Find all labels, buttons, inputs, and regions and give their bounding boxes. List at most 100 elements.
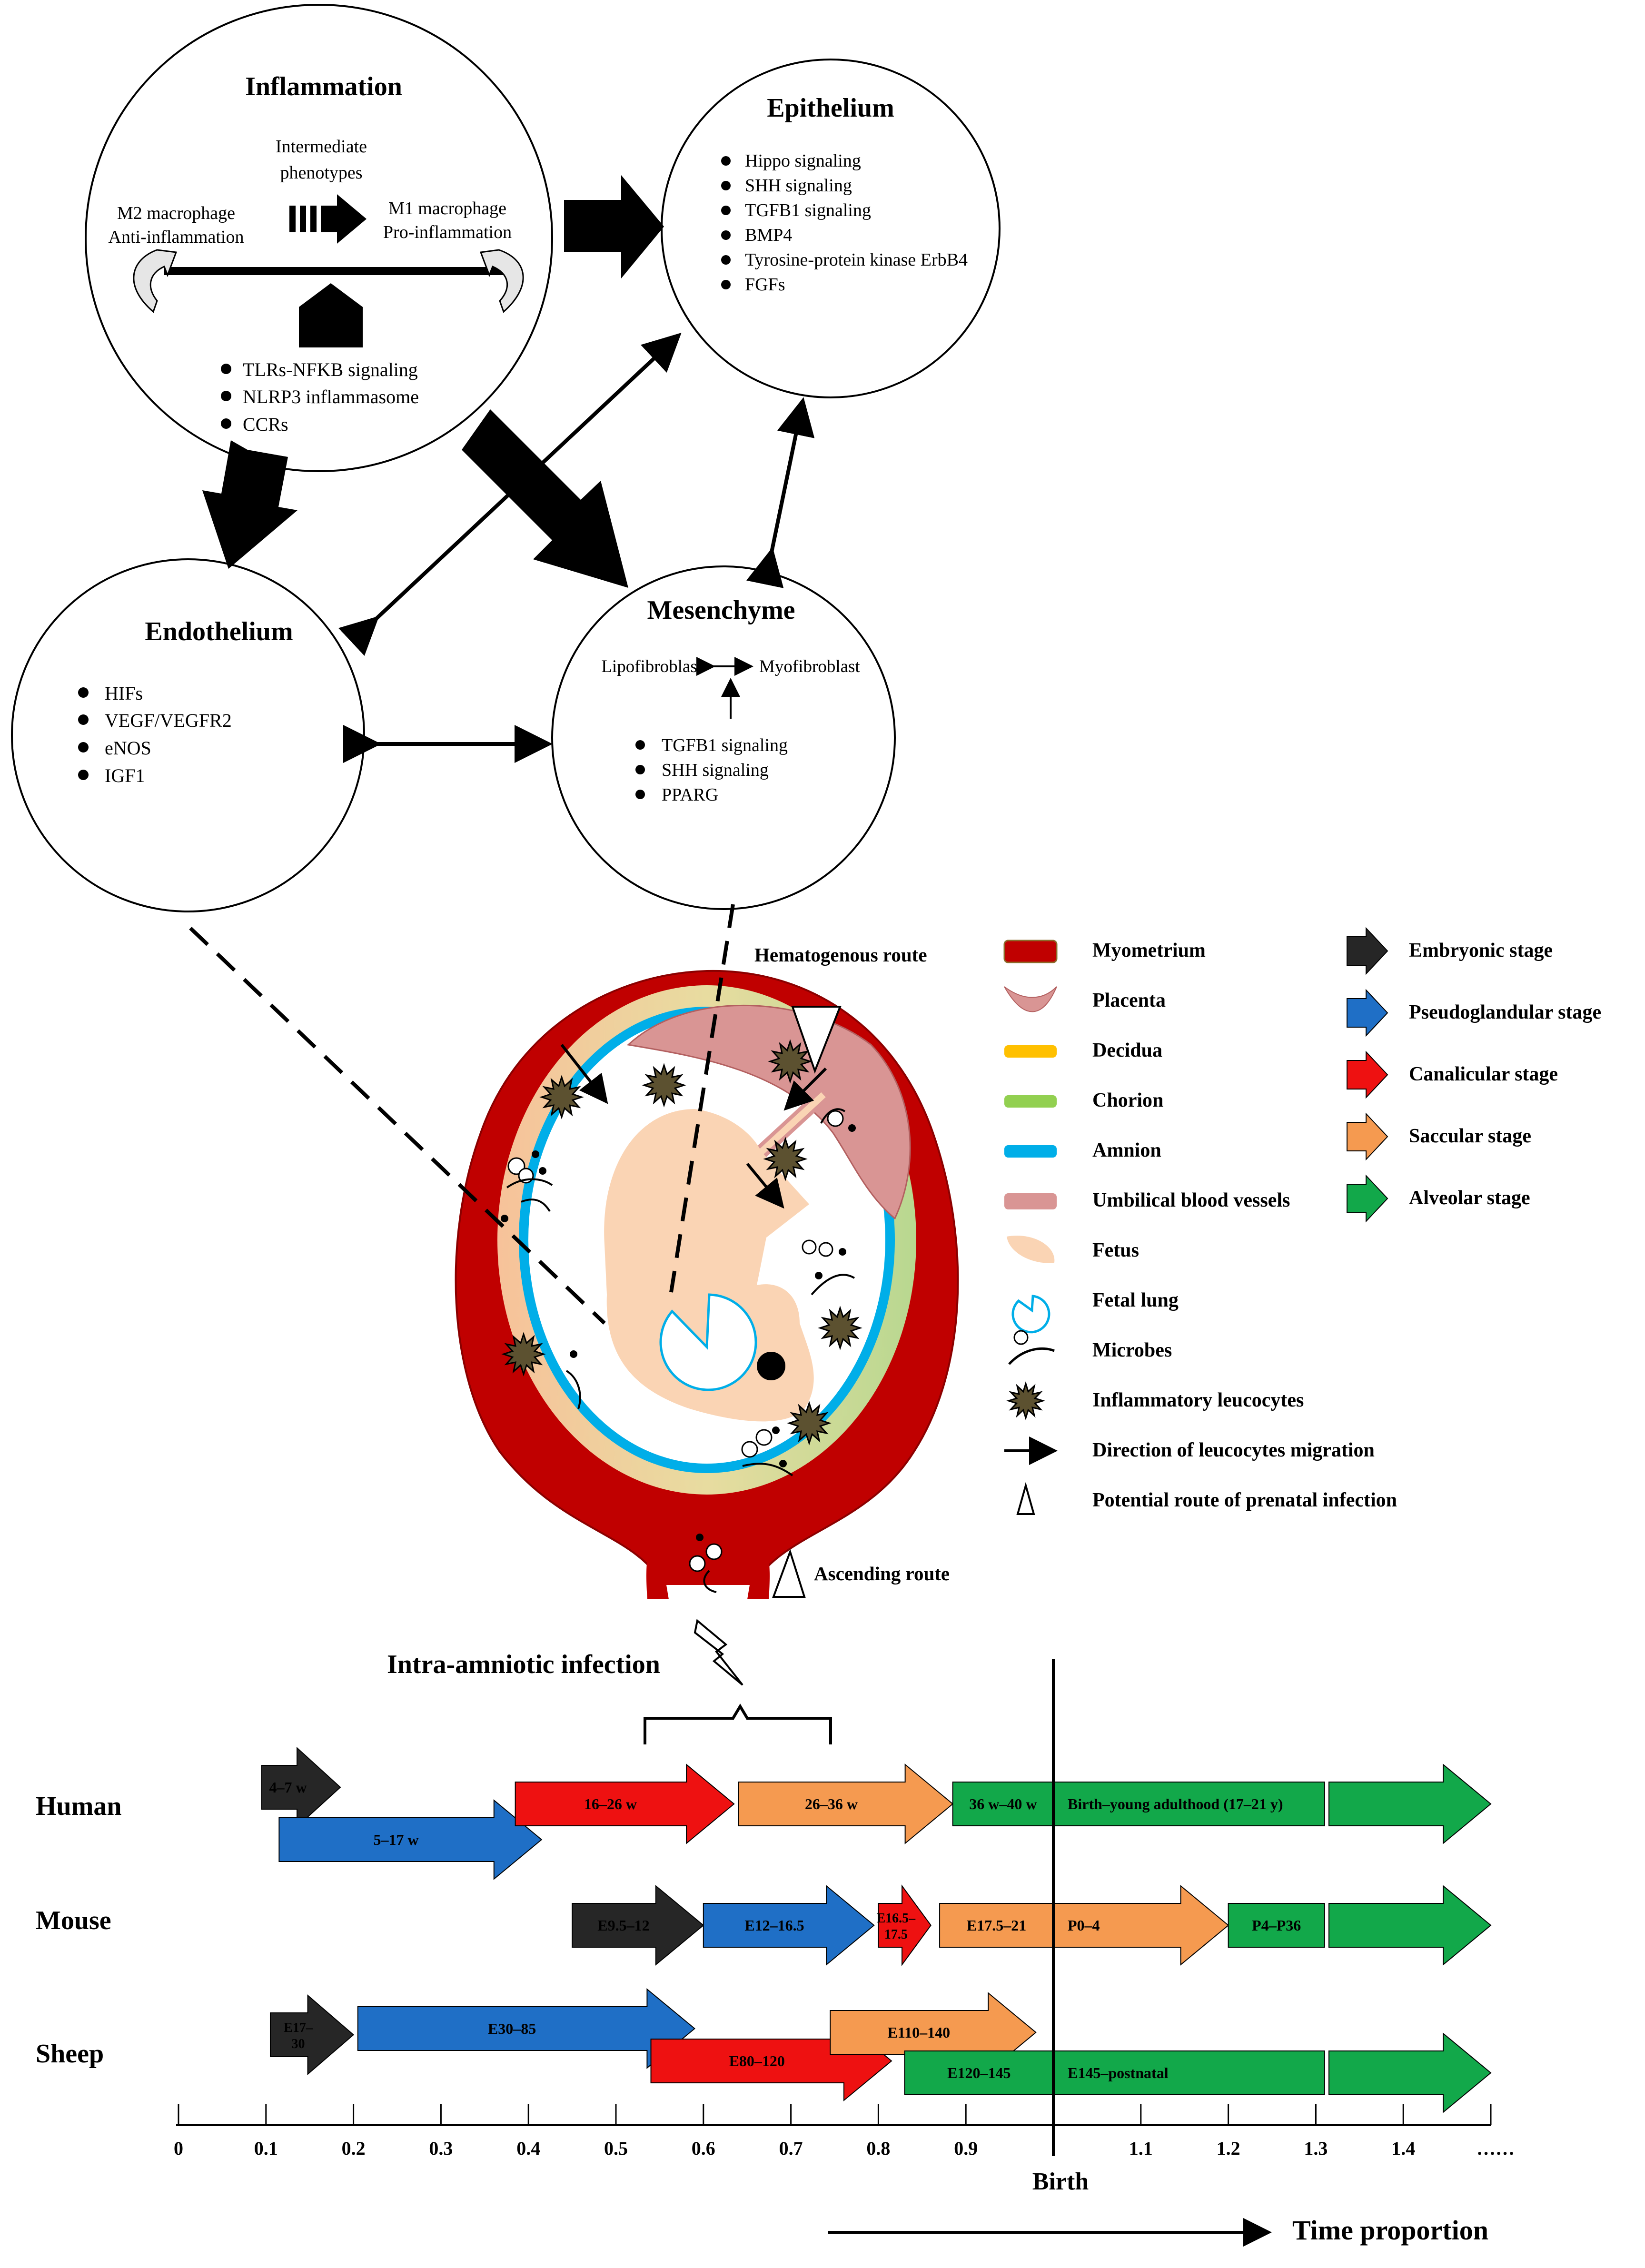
stage-arrow-icon: [1347, 1174, 1388, 1223]
legend-label: Decidua: [1092, 1040, 1162, 1061]
lightning-icon: [694, 1619, 743, 1686]
amnion-swatch: [1004, 1145, 1057, 1158]
timeline-stage-bar: [269, 1994, 355, 2075]
placenta: [626, 1004, 911, 1220]
intermediate-phenotypes-line2: phenotypes: [280, 163, 362, 183]
endothelium-panel: Endothelium HIFs VEGF/VEGFR2 eNOS IGF1: [11, 558, 365, 912]
axis-tick-label: 0.9: [954, 2138, 978, 2159]
timeline-stage-bar: [1053, 1885, 1229, 1966]
tissue-legend: MyometriumPlacentaDeciduaChorionAmnionUm…: [1003, 940, 1397, 1515]
axis-tick-label: 0.7: [779, 2138, 803, 2159]
decidua-swatch: [1004, 1045, 1057, 1058]
triangle-icon: [1016, 1482, 1035, 1515]
timeline-stage-bar: [1328, 1763, 1492, 1844]
timeline-bar-label: E30–85: [488, 2020, 536, 2037]
hematogenous-route-label: Hematogenous route: [754, 944, 927, 966]
zoom-dashed-line: [669, 904, 735, 1293]
stage-legend-item: Pseudoglandular stage: [1347, 989, 1601, 1037]
myofibroblast-label: Myofibroblast: [759, 657, 860, 676]
m2-function-label: Anti-inflammation: [109, 227, 244, 247]
bullet-text: SHH signaling: [745, 176, 852, 196]
bullet-text: Tyrosine-protein kinase ErbB4: [745, 250, 968, 270]
m1-function-label: Pro-inflammation: [383, 222, 512, 242]
axis-ellipsis: ……: [1477, 2138, 1515, 2159]
legend-label: Umbilical blood vessels: [1092, 1189, 1290, 1211]
mesenchyme-bullet-list: TGFB1 signaling SHH signaling PPARG: [635, 735, 788, 805]
endothelium-epithelium-double-arrow-icon: [338, 333, 682, 656]
intermediate-phenotypes-line1: Intermediate: [276, 137, 367, 157]
timeline-stage-bar: [261, 1746, 341, 1828]
left-curved-arrow-icon: [133, 249, 178, 313]
endothelium-title: Endothelium: [145, 617, 293, 646]
umbilical-swatch: [1004, 1193, 1057, 1209]
fetal-lung-icon: [659, 1293, 757, 1391]
timeline-bar-label: P4–P36: [1252, 1917, 1301, 1934]
axis-tick-label: 0.5: [604, 2138, 628, 2159]
timeline-stage-bar: [572, 1885, 704, 1966]
leucocyte-icon: [1006, 1381, 1046, 1421]
infection-label: Intra-amniotic infection: [387, 1650, 660, 1679]
legend-item: Inflammatory leucocytes: [1006, 1381, 1304, 1421]
legend-label: Potential route of prenatal infection: [1092, 1489, 1397, 1511]
axis-tick-label: 1.4: [1391, 2138, 1415, 2159]
zoom-dashed-line: [189, 927, 606, 1325]
timeline-stage-bar: [738, 1763, 954, 1844]
timeline-bar-label: E110–140: [887, 2024, 950, 2041]
legend-item: Amnion: [1004, 1139, 1161, 1161]
leucocyte-icon: [818, 1306, 862, 1350]
stage-legend-item: Alveolar stage: [1347, 1174, 1530, 1223]
endothelium-bullet-list: HIFs VEGF/VEGFR2 eNOS IGF1: [78, 683, 232, 786]
leucocyte-icon: [787, 1401, 832, 1446]
bullet-text: IGF1: [105, 765, 145, 786]
bullet-text: NLRP3 inflammasome: [243, 386, 419, 407]
axis-tick-label: 1.2: [1217, 2138, 1240, 2159]
legend-item: Decidua: [1004, 1040, 1162, 1061]
legend-label: Direction of leucocytes migration: [1092, 1439, 1375, 1461]
leucocyte-icon: [539, 1075, 584, 1119]
stage-arrow-icon: [1347, 1050, 1388, 1099]
stage-arrow-icon: [1347, 1112, 1388, 1161]
timeline-bar-label: 30: [291, 2037, 305, 2051]
legend-label: Inflammatory leucocytes: [1092, 1389, 1304, 1411]
cervix: [664, 1585, 752, 1599]
bullet-icon: [221, 364, 231, 374]
timeline-bar-label: E16.5–: [877, 1911, 916, 1926]
legend-label: Placenta: [1092, 990, 1166, 1011]
timeline-stage-bar: [278, 1799, 543, 1880]
timeline-bar-label: E17.5–21: [967, 1917, 1026, 1934]
bullet-icon: [221, 418, 231, 429]
stage-label: Embryonic stage: [1409, 940, 1553, 961]
mesenchyme-panel: Mesenchyme Lipofibroblast Myofibroblast …: [551, 565, 896, 910]
inflammation-to-epithelium-arrow-icon: [564, 175, 664, 278]
chorion-swatch: [1004, 1095, 1057, 1108]
bullet-text: CCRs: [243, 414, 288, 435]
bullet-text: PPARG: [662, 785, 718, 805]
microbes-icon: [1008, 1330, 1055, 1365]
inflammation-to-endothelium-arrow-icon: [202, 440, 297, 569]
axis-tick-label: 0.3: [429, 2138, 453, 2159]
timeline-bar-label: Birth–young adulthood (17–21 y): [1068, 1795, 1283, 1812]
epithelium-title: Epithelium: [767, 93, 894, 123]
legend-label: Microbes: [1092, 1339, 1172, 1361]
epithelium-bullet-list: Hippo signaling SHH signaling TGFB1 sign…: [721, 151, 968, 295]
mesenchyme-epithelium-double-arrow-icon: [746, 397, 815, 588]
leucocyte-cluster: [501, 1039, 862, 1446]
leucocyte-icon: [642, 1063, 686, 1108]
epithelium-panel: Epithelium Hippo signaling SHH signaling…: [661, 59, 1001, 398]
stage-label: Alveolar stage: [1409, 1187, 1530, 1209]
bullet-text: TLRs-NFKB signaling: [243, 359, 418, 380]
legend-item: Fetus: [1007, 1236, 1139, 1263]
axis-tick-label: 0.1: [254, 2138, 278, 2159]
uterus-illustration: [455, 970, 959, 1599]
legend-item: Placenta: [1004, 986, 1166, 1012]
signaling-up-arrow-icon: [299, 283, 363, 347]
axis-tick-label: 0.2: [342, 2138, 366, 2159]
axis-tick-label: 0.6: [692, 2138, 715, 2159]
time-proportion-label: Time proportion: [1292, 2215, 1488, 2246]
bullet-text: HIFs: [105, 683, 143, 704]
mesenchyme-title: Mesenchyme: [647, 595, 795, 625]
